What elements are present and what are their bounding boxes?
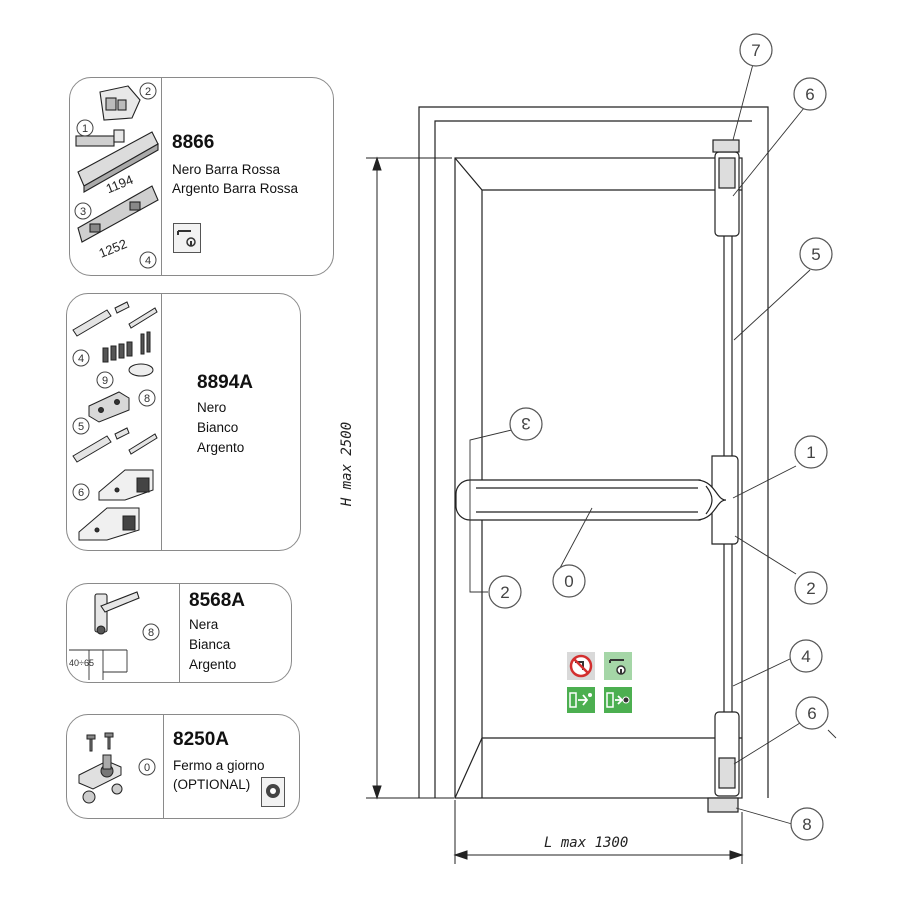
push-bar-key-exit-sign-icon [604,687,632,713]
bottom-latch [714,711,740,797]
top-latch [714,151,740,237]
card-divider [161,294,162,550]
callout-2: 2 [806,579,815,598]
panic-bar-kit-illustration: 1 2 1194 3 1252 4 [74,82,159,269]
card-divider [163,715,164,818]
no-entry-sign-icon [567,652,595,680]
callout-6: 6 [805,85,814,104]
callout-1: 1 [82,123,88,135]
product-variant: Argento [197,440,245,455]
callout-3: 3 [80,206,86,218]
product-card-8894a: 4 9 8 5 6 8894A [66,293,301,551]
central-lock-body [711,455,739,545]
handle-key-sign-icon [604,652,632,680]
handle-key-sign-icon [173,223,201,253]
product-variant: Nero Barra Rossa [172,162,281,177]
callout-7: 7 [751,41,760,60]
callout-3: 3 [521,414,530,433]
dimension-40-65: 40÷65 [69,658,94,668]
product-card-8866: 1 2 1194 3 1252 4 8866 Nero Barra Rossa … [69,77,334,276]
card-divider [161,78,162,275]
product-variant: Nera [189,617,219,632]
card-divider [179,584,180,682]
callout-2: 2 [145,86,151,98]
product-code: 8568A [189,590,245,611]
callout-9: 9 [102,375,108,387]
callout-6: 6 [78,487,84,499]
bottom-strike [707,797,739,813]
callout-5: 5 [811,245,820,264]
product-variant: (OPTIONAL) [173,777,251,792]
hold-open-sign-icon [261,777,285,807]
product-code: 8866 [172,132,215,153]
callout-0: 2 [500,583,509,602]
product-variant: Argento Barra Rossa [172,181,299,196]
callout-0: 0 [144,762,150,774]
callout-4: 4 [801,647,810,666]
callout-4: 4 [78,353,84,365]
push-bar-exit-sign-icon [567,687,595,713]
external-handle-illustration: 8 40÷65 [69,591,160,680]
callout-5: 5 [78,421,84,433]
product-code: 8894A [197,372,253,393]
product-variant: Fermo a giorno [173,758,265,773]
callout-4: 4 [145,255,151,267]
product-variant: Nero [197,400,227,415]
callout-8: 8 [144,393,150,405]
height-dimension-label: H max 2500 [339,421,356,507]
product-variant: Bianco [197,420,239,435]
callout-6: 6 [807,704,816,723]
callout-8: 8 [148,627,154,639]
top-strike [712,139,740,153]
callout-2: 0 [564,572,573,591]
product-card-8568a: 8 40÷65 8568A Nera Bianca Argento [66,583,292,683]
width-dimension-label: L max 1300 [544,835,629,851]
product-variant: Argento [189,657,237,672]
product-variant: Bianca [189,637,231,652]
dimension-1252: 1252 [97,236,129,261]
hold-open-device-illustration: 0 [78,732,156,804]
product-card-8250a: 0 8250A Fermo a giorno (OPTIONAL) [66,714,300,819]
door-leaf [454,157,743,799]
product-code: 8250A [173,729,229,750]
callout-1: 1 [806,443,815,462]
vertical-rod [723,229,733,717]
callout-8: 8 [802,815,811,834]
accessory-kit-illustration: 4 9 8 5 6 [72,301,158,541]
push-bar [455,479,701,521]
